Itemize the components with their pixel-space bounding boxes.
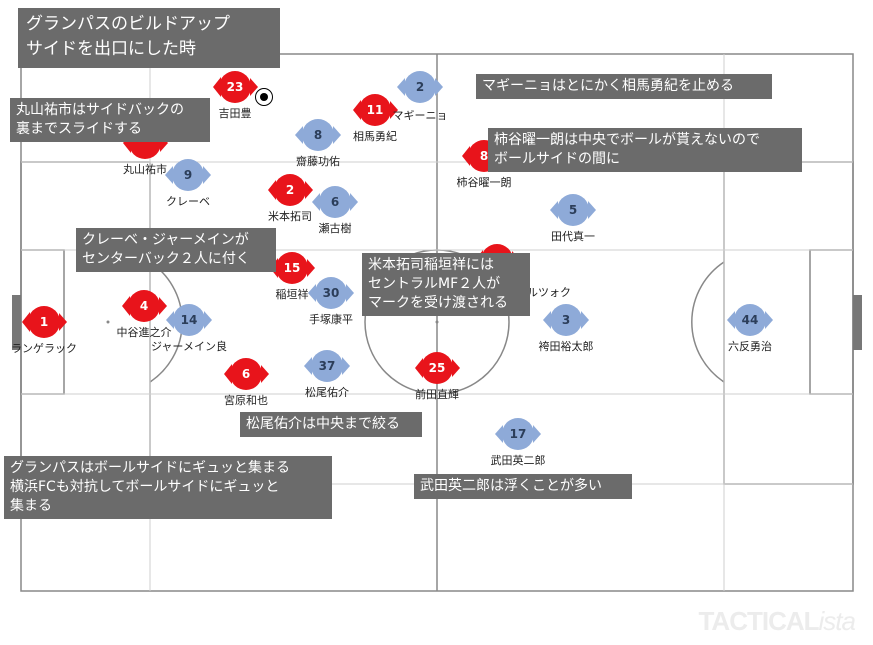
left-goal bbox=[12, 295, 21, 350]
player-number: 6 bbox=[312, 186, 358, 218]
note-line: 武田英二郎は浮くことが多い bbox=[420, 478, 602, 494]
player-name: 宮原和也 bbox=[224, 394, 268, 407]
player-number: 15 bbox=[270, 252, 315, 284]
note-line: 松尾佑介は中央まで絞る bbox=[246, 416, 400, 432]
note-line: 米本拓司稲垣祥には bbox=[368, 257, 494, 273]
right-goal-area bbox=[809, 249, 854, 395]
brand-main: TACTICAL bbox=[698, 606, 819, 636]
player-name: 齋藤功佑 bbox=[296, 155, 340, 168]
player-name: 松尾佑介 bbox=[305, 386, 349, 399]
player-number: 2 bbox=[268, 174, 313, 206]
right-goal bbox=[853, 295, 862, 350]
note-line: クレーベ・ジャーメインが bbox=[82, 232, 249, 248]
note-line: セントラルMF２人が bbox=[368, 276, 501, 292]
player-name: クレーベ bbox=[166, 195, 210, 208]
player-name: 吉田豊 bbox=[218, 107, 252, 120]
player-name: 袴田裕太郎 bbox=[538, 340, 594, 353]
player-number: 25 bbox=[415, 352, 460, 384]
player-number: 6 bbox=[224, 358, 269, 390]
brand-watermark: TACTICALista bbox=[698, 606, 856, 637]
right-penalty-arc bbox=[691, 261, 725, 383]
note-box: 丸山祐市はサイドバックの 裏までスライドする bbox=[10, 98, 210, 142]
player-name: 田代真一 bbox=[551, 230, 595, 243]
note-line: グランパスはボールサイドにギュッと集まる bbox=[10, 460, 290, 476]
player-name: ジャーメイン良 bbox=[150, 340, 227, 353]
player-number: 1 bbox=[22, 306, 67, 338]
title-line-1: グランパスのビルドアップ bbox=[26, 14, 230, 34]
player-name: 相馬勇紀 bbox=[353, 130, 397, 143]
note-line: マークを受け渡される bbox=[368, 295, 508, 311]
player-number: 5 bbox=[550, 194, 596, 226]
player-number: 2 bbox=[397, 71, 443, 103]
note-line: マギーニョはとにかく相馬勇紀を止める bbox=[482, 78, 734, 94]
note-line: 集まる bbox=[10, 498, 52, 514]
player-name: ランゲラック bbox=[11, 342, 77, 355]
player-name: マギーニョ bbox=[392, 109, 448, 122]
player-number: 4 bbox=[122, 290, 167, 322]
diagram-title: グランパスのビルドアップ サイドを出口にした時 bbox=[18, 8, 280, 68]
note-line: 横浜FCも対抗してボールサイドにギュッと bbox=[10, 479, 280, 495]
note-box: グランパスはボールサイドにギュッと集まる 横浜FCも対抗してボールサイドにギュッ… bbox=[4, 456, 332, 519]
note-line: 柿谷曜一朗は中央でボールが貰えないので bbox=[494, 132, 760, 148]
note-box: 柿谷曜一朗は中央でボールが貰えないので ボールサイドの間に bbox=[488, 128, 802, 172]
note-box: 松尾佑介は中央まで絞る bbox=[240, 412, 422, 437]
player-number: 11 bbox=[353, 94, 398, 126]
player-name: 稲垣祥 bbox=[275, 288, 309, 301]
note-line: ボールサイドの間に bbox=[494, 151, 620, 167]
player-name: 丸山祐市 bbox=[123, 163, 167, 176]
soccer-ball-icon bbox=[255, 88, 273, 106]
player-number: 30 bbox=[308, 277, 354, 309]
player-number: 17 bbox=[495, 418, 541, 450]
note-box: 武田英二郎は浮くことが多い bbox=[414, 474, 632, 499]
player-number: 23 bbox=[213, 71, 258, 103]
note-box: マギーニョはとにかく相馬勇紀を止める bbox=[476, 74, 772, 99]
left-penalty-spot bbox=[106, 320, 110, 324]
player-name: 柿谷曜一朗 bbox=[456, 176, 512, 189]
player-name: 瀬古樹 bbox=[318, 222, 352, 235]
title-line-2: サイドを出口にした時 bbox=[26, 39, 196, 59]
player-name: 六反勇治 bbox=[728, 340, 772, 353]
note-box: クレーベ・ジャーメインが センターバック２人に付く bbox=[76, 228, 276, 272]
player-number: 3 bbox=[543, 304, 589, 336]
note-line: センターバック２人に付く bbox=[82, 251, 250, 267]
note-line: 裏までスライドする bbox=[16, 121, 142, 137]
player-name: 中谷進之介 bbox=[116, 326, 172, 339]
player-name: 前田直輝 bbox=[415, 388, 459, 401]
player-name: 武田英二郎 bbox=[490, 454, 546, 467]
center-spot bbox=[435, 320, 439, 324]
brand-suffix: ista bbox=[818, 606, 856, 636]
player-number: 8 bbox=[295, 119, 341, 151]
player-number: 14 bbox=[166, 304, 212, 336]
player-number: 9 bbox=[165, 159, 211, 191]
player-name: 米本拓司 bbox=[268, 210, 312, 223]
player-number: 44 bbox=[727, 304, 773, 336]
note-line: 丸山祐市はサイドバックの bbox=[16, 102, 184, 118]
player-name: 手塚康平 bbox=[309, 313, 353, 326]
player-number: 37 bbox=[304, 350, 350, 382]
note-box: 米本拓司稲垣祥には セントラルMF２人が マークを受け渡される bbox=[362, 253, 530, 316]
